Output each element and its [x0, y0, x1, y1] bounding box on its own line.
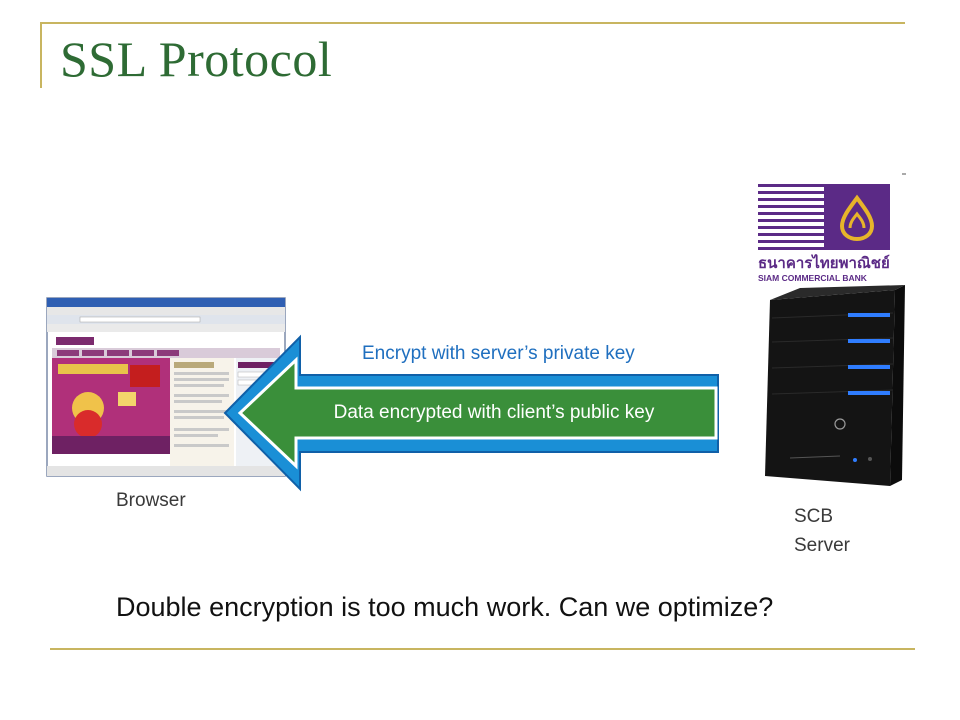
- bank-name-thai: ธนาคารไทยพาณิชย์: [758, 253, 890, 272]
- server-tower-icon: [765, 285, 905, 486]
- inner-arrow-label: Data encrypted with client’s public key: [333, 402, 655, 423]
- top-rule: [40, 22, 905, 24]
- inner-arrow-shape: [237, 356, 718, 470]
- top-arrow-label: Encrypt with server’s private key: [362, 343, 635, 364]
- slide-title: SSL Protocol: [60, 31, 333, 87]
- server-label-line2: Server: [794, 535, 850, 556]
- question-text: Double encryption is too much work. Can …: [116, 592, 774, 622]
- bank-name-english: SIAM COMMERCIAL BANK: [758, 273, 868, 283]
- bottom-rule: [50, 648, 915, 650]
- left-rule: [40, 22, 42, 88]
- scb-logo-icon: [758, 173, 906, 250]
- server-label-line1: SCB: [794, 506, 834, 527]
- browser-label: Browser: [116, 490, 186, 511]
